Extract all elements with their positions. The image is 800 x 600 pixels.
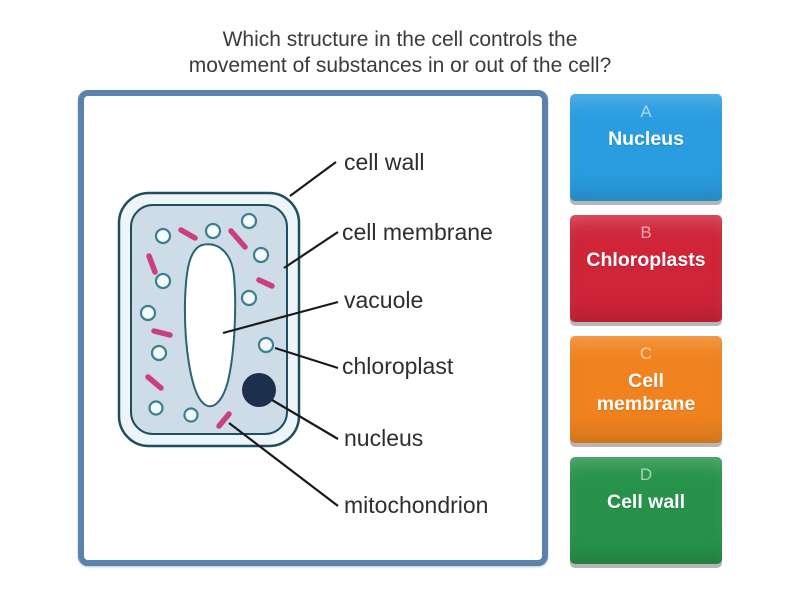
diagram-label-mitochondrion: mitochondrion (344, 492, 488, 518)
chloroplast-pointer-line (274, 346, 339, 370)
cell-diagram-figure: cell wall cell membrane vacuole chloropl… (78, 90, 548, 566)
answer-label-b: Chloroplasts (586, 249, 706, 271)
mitochondrion-dash (216, 411, 232, 429)
answer-option-c[interactable]: C Cell membrane (570, 336, 722, 443)
diagram-label-cell-membrane: cell membrane (342, 219, 493, 245)
chloroplast-dot (240, 212, 258, 230)
mitochondrion-dash (228, 228, 248, 250)
answer-option-a[interactable]: A Nucleus (570, 94, 722, 201)
pointer-lines (222, 161, 339, 507)
answer-letter-b: B (640, 223, 652, 242)
diagram-label-chloroplast: chloroplast (342, 353, 454, 379)
cell-membrane-pointer-line (283, 231, 339, 269)
answer-option-b[interactable]: B Chloroplasts (570, 215, 722, 322)
mitochondrion-dash (145, 374, 164, 391)
chloroplast-dot (154, 227, 172, 245)
answer-label-c: Cell membrane (596, 370, 696, 415)
chloroplast-dot (204, 222, 222, 240)
answer-letter-c: C (639, 344, 653, 363)
diagram-label-vacuole: vacuole (344, 287, 423, 313)
nucleus-pointer-line (271, 399, 339, 440)
question-line-2: movement of substances in or out of the … (188, 54, 612, 77)
chloroplast-dot (148, 400, 164, 416)
chloroplast-dot (154, 272, 172, 290)
mitochondrion-dash (146, 253, 158, 275)
chloroplast-dot (150, 344, 168, 362)
answer-label-d: Cell wall (606, 491, 686, 513)
answer-letter-d: D (639, 465, 653, 484)
chloroplast-dot (240, 289, 258, 307)
answer-label-a: Nucleus (608, 128, 684, 150)
mitochondrion-dashes (145, 227, 275, 429)
answer-option-d[interactable]: D Cell wall (570, 457, 722, 564)
mitochondrion-dash (151, 328, 173, 338)
cell-wall-pointer-line (289, 161, 337, 197)
chloroplast-dots (139, 212, 275, 423)
vacuole-pointer-line (222, 300, 339, 335)
chloroplast-dot (183, 407, 199, 423)
question-title: Which structure in the cell controls the… (0, 27, 800, 79)
chloroplast-dot (252, 246, 270, 264)
chloroplast-dot (257, 336, 275, 354)
mitochondrion-pointer-line (228, 422, 339, 507)
diagram-label-nucleus: nucleus (344, 425, 423, 451)
diagram-label-cell-wall: cell wall (344, 149, 425, 175)
cell-diagram-image: cell wall cell membrane vacuole chloropl… (117, 149, 493, 518)
question-line-1: Which structure in the cell controls the (222, 28, 578, 51)
answer-letter-a: A (640, 102, 652, 121)
mitochondrion-dash (178, 227, 198, 241)
nucleus-shape (242, 373, 276, 407)
chloroplast-dot (139, 304, 157, 322)
vacuole-shape (183, 243, 237, 408)
mitochondrion-dash (256, 277, 275, 289)
